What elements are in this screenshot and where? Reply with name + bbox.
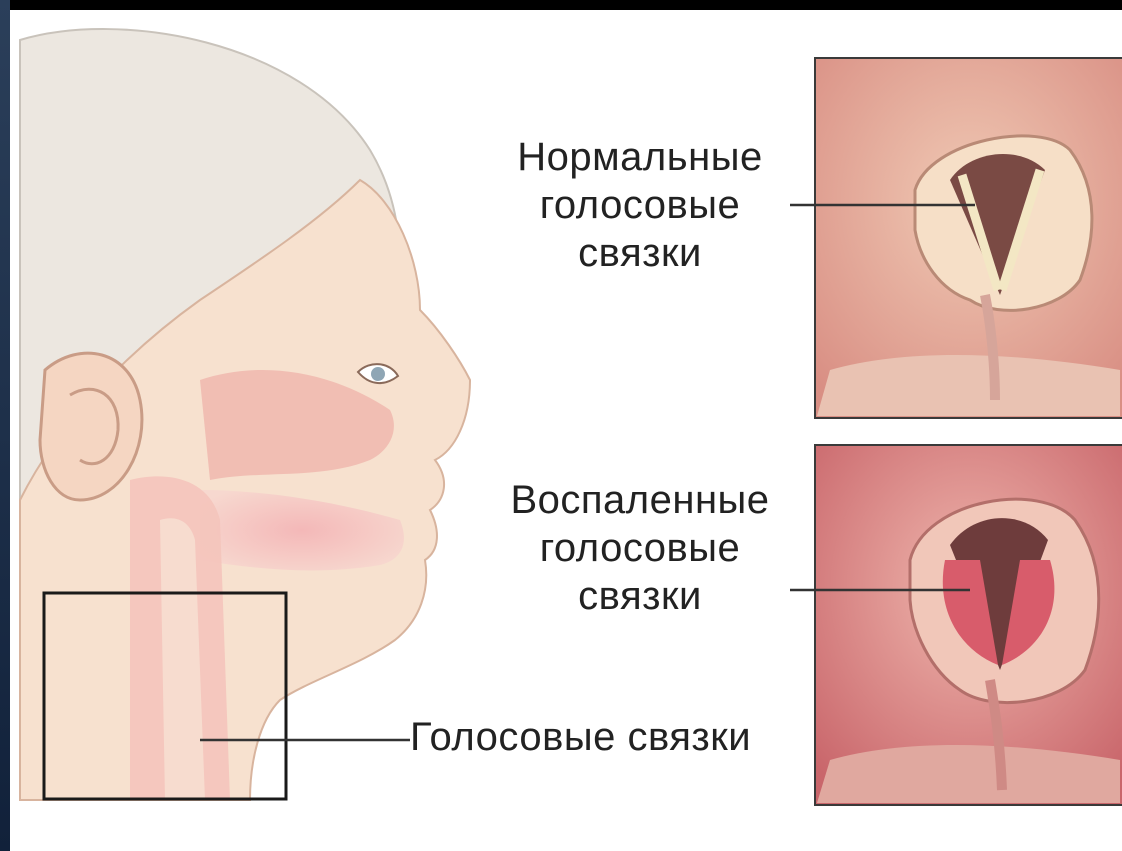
head-profile xyxy=(20,29,470,800)
label-inflamed-line-1: Воспаленные xyxy=(470,476,810,524)
label-vocal-cords: Голосовые связки xyxy=(410,713,800,761)
label-inflamed-cords: Воспаленные голосовые связки xyxy=(470,476,810,620)
label-normal-line-3: связки xyxy=(470,229,810,277)
label-normal-cords: Нормальные голосовые связки xyxy=(470,133,810,277)
label-inflamed-line-3: связки xyxy=(470,572,810,620)
inflamed-cords-image xyxy=(815,445,1122,805)
label-normal-line-2: голосовые xyxy=(470,181,810,229)
iris xyxy=(371,367,385,381)
label-normal-line-1: Нормальные xyxy=(470,133,810,181)
normal-cords-image xyxy=(815,58,1122,418)
label-inflamed-line-2: голосовые xyxy=(470,524,810,572)
